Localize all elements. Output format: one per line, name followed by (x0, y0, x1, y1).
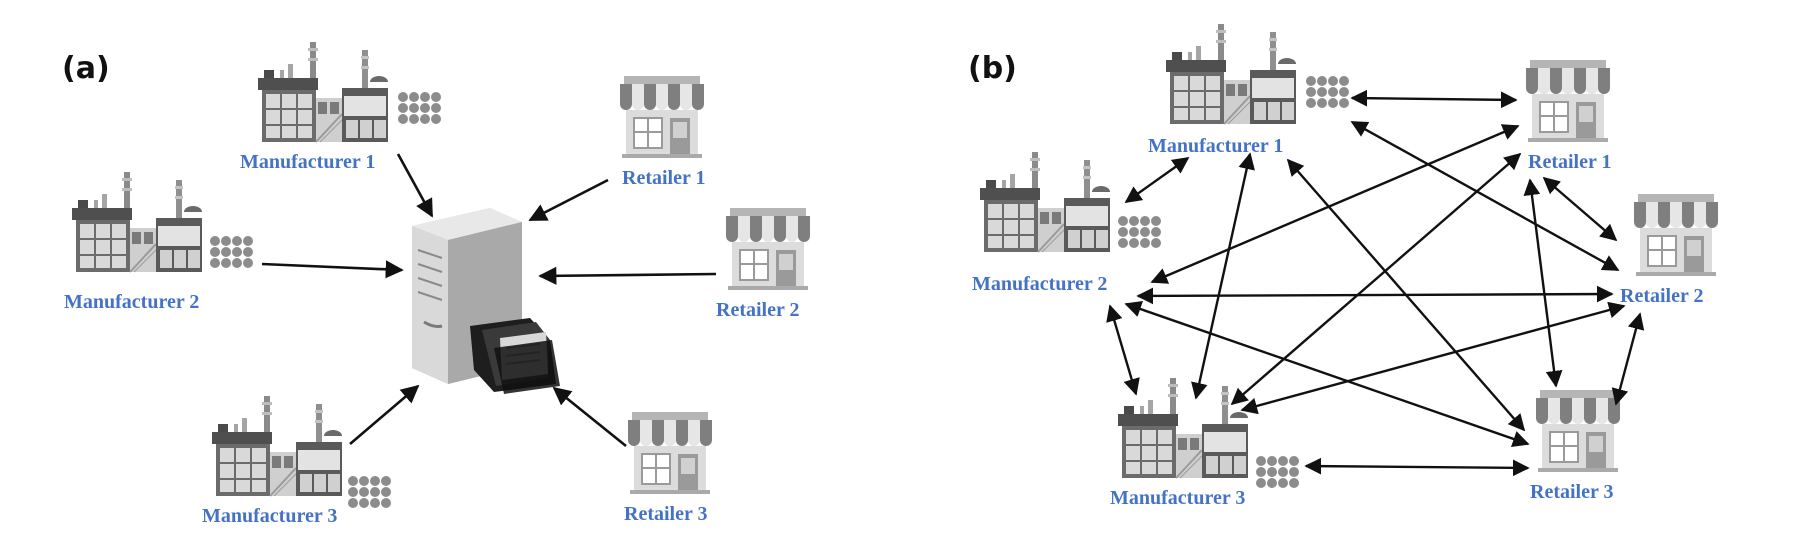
node-label: Manufacturer 1 (1148, 135, 1283, 157)
storefront-icon (725, 207, 811, 291)
node-label: Manufacturer 3 (202, 505, 337, 527)
arrow-m2-m3 (1106, 304, 1140, 396)
arrow-retailer-3-to-server (552, 386, 627, 448)
storefront-icon (1525, 59, 1611, 143)
arrow-m2-r3 (1124, 301, 1530, 447)
storefront-icon (1535, 389, 1621, 473)
panel-a-manufacturer-3: Manufacturer 3 (202, 395, 391, 527)
node-label: Manufacturer 2 (64, 291, 199, 313)
factory-icon (71, 171, 203, 273)
panel-a-retailer-2: Retailer 2 (716, 207, 811, 321)
node-label: Manufacturer 2 (972, 273, 1107, 295)
panel-b-retailer-3: Retailer 3 (1530, 389, 1621, 503)
factory-icon (257, 41, 389, 143)
server-with-folders-icon (412, 208, 560, 394)
arrow-r2-r3 (1611, 312, 1645, 406)
panel-b: (b) Manufacturer 1 Manufacturer 2 Manufa… (968, 23, 1719, 509)
storefront-icon (627, 411, 713, 495)
arrow-m3-r3 (1304, 457, 1530, 477)
arrow-manufacturer-1-to-server (396, 153, 434, 218)
panel-a-retailer-1: Retailer 1 (619, 75, 706, 189)
panel-a-arrows (261, 153, 717, 448)
arrow-m1-r1 (1350, 89, 1518, 109)
factory-icon (979, 151, 1111, 253)
node-label: Manufacturer 1 (240, 151, 375, 173)
panel-b-retailer-2: Retailer 2 (1620, 193, 1719, 307)
product-dots-icon (1306, 76, 1349, 108)
storefront-icon (1633, 193, 1719, 277)
panel-a-label: (a) (62, 51, 110, 86)
node-label: Retailer 1 (622, 167, 706, 189)
node-label: Manufacturer 3 (1110, 487, 1245, 509)
factory-icon (211, 395, 343, 497)
panel-a-manufacturer-2: Manufacturer 2 (64, 171, 253, 313)
panel-a-manufacturer-1: Manufacturer 1 (240, 41, 441, 173)
product-dots-icon (1118, 216, 1161, 248)
arrow-manufacturer-3-to-server (349, 384, 420, 445)
product-dots-icon (348, 476, 391, 508)
arrow-m3-r1 (1230, 152, 1522, 406)
panel-b-manufacturer-3: Manufacturer 3 (1110, 377, 1299, 509)
panel-b-retailer-1: Retailer 1 (1525, 59, 1612, 173)
panel-b-manufacturer-2: Manufacturer 2 (972, 151, 1161, 295)
panel-b-manufacturer-1: Manufacturer 1 (1148, 23, 1349, 157)
storefront-icon (619, 75, 705, 159)
arrow-retailer-1-to-server (528, 178, 609, 222)
product-dots-icon (398, 92, 441, 124)
arrow-r1-r3 (1523, 178, 1563, 388)
node-label: Retailer 1 (1528, 151, 1612, 173)
node-label: Retailer 2 (1620, 285, 1704, 307)
arrow-r1-r2 (1542, 176, 1618, 242)
arrow-m1-r2 (1350, 120, 1620, 272)
panel-b-label: (b) (968, 51, 1017, 86)
arrow-m1-m3 (1191, 152, 1255, 400)
arrow-m2-r2 (1136, 285, 1614, 305)
arrow-manufacturer-2-to-server (261, 260, 404, 279)
factory-icon (1117, 377, 1249, 479)
product-dots-icon (210, 236, 253, 268)
factory-icon (1165, 23, 1297, 125)
folders-icon (470, 318, 560, 394)
node-label: Retailer 3 (1530, 481, 1614, 503)
arrow-retailer-2-to-server (538, 266, 717, 285)
panel-b-arrows (1106, 89, 1645, 477)
panel-a: (a) Manufacturer 1 Manufacturer 2 Manufa… (62, 41, 811, 527)
arrow-m1-m2 (1124, 157, 1190, 203)
panel-a-retailer-3: Retailer 3 (624, 411, 713, 525)
product-dots-icon (1256, 456, 1299, 488)
node-label: Retailer 2 (716, 299, 800, 321)
node-label: Retailer 3 (624, 503, 708, 525)
